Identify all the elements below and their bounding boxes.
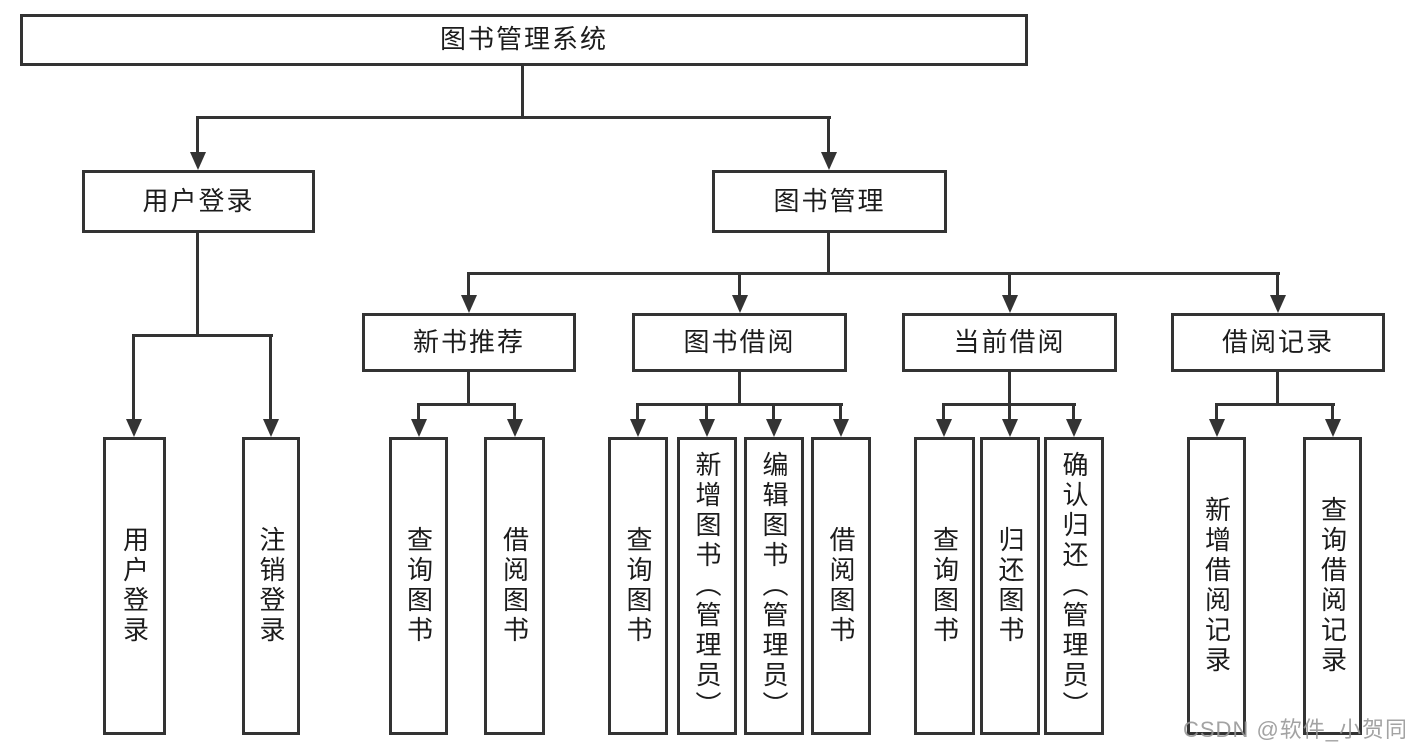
connector-arrow-stem bbox=[1072, 403, 1075, 421]
connector-arrow-stem bbox=[839, 403, 842, 421]
connector-recommend-stem bbox=[467, 372, 470, 405]
connector-arrow-stem bbox=[942, 403, 945, 421]
node-borrow-records: 借阅记录 bbox=[1171, 313, 1385, 372]
node-book-borrow: 图书借阅 bbox=[632, 313, 847, 372]
arrow-down-icon bbox=[1270, 295, 1286, 313]
connector-login-hline bbox=[132, 334, 273, 337]
connector-arrow-stem bbox=[705, 403, 708, 421]
watermark: CSDN @软件_小贺同学 bbox=[1183, 717, 1405, 742]
connector-arrow-stem bbox=[1215, 403, 1218, 421]
leaf-borrow-add-books: 新增图书（管理员） bbox=[677, 437, 737, 735]
connector-arrow-stem bbox=[467, 272, 470, 297]
connector-login-stem bbox=[196, 233, 199, 336]
connector-arrow-stem bbox=[269, 334, 272, 421]
connector-records-hline bbox=[1215, 403, 1335, 406]
arrow-down-icon bbox=[1325, 419, 1341, 437]
arrow-down-icon bbox=[821, 152, 837, 170]
arrow-down-icon bbox=[1209, 419, 1225, 437]
arrow-down-icon bbox=[1002, 419, 1018, 437]
connector-borrow-stem bbox=[738, 372, 741, 405]
connector-root-stem bbox=[521, 66, 524, 118]
arrow-down-icon bbox=[507, 419, 523, 437]
connector-arrow-stem bbox=[1008, 403, 1011, 421]
leaf-current-confirm-return: 确认归还（管理员） bbox=[1044, 437, 1104, 735]
connector-arrow-stem bbox=[1276, 272, 1279, 297]
arrow-down-icon bbox=[630, 419, 646, 437]
arrow-down-icon bbox=[833, 419, 849, 437]
connector-arrow-stem bbox=[196, 116, 199, 154]
node-root: 图书管理系统 bbox=[20, 14, 1028, 66]
node-book-management: 图书管理 bbox=[712, 170, 947, 233]
arrow-down-icon bbox=[732, 295, 748, 313]
arrow-down-icon bbox=[461, 295, 477, 313]
connector-arrow-stem bbox=[636, 403, 639, 421]
node-current-borrow: 当前借阅 bbox=[902, 313, 1117, 372]
connector-arrow-stem bbox=[827, 116, 830, 154]
connector-arrow-stem bbox=[738, 272, 741, 297]
leaf-records-query-record: 查询借阅记录 bbox=[1303, 437, 1362, 735]
connector-arrow-stem bbox=[1331, 403, 1334, 421]
connector-recommend-hline bbox=[417, 403, 516, 406]
arrow-down-icon bbox=[1002, 295, 1018, 313]
arrow-down-icon bbox=[936, 419, 952, 437]
connector-manage-hline bbox=[467, 272, 1280, 275]
leaf-borrow-query-books: 查询图书 bbox=[608, 437, 668, 735]
connector-current-stem bbox=[1008, 372, 1011, 405]
leaf-current-query-books: 查询图书 bbox=[914, 437, 975, 735]
leaf-borrow-edit-books: 编辑图书（管理员） bbox=[744, 437, 804, 735]
connector-root-hline bbox=[196, 116, 831, 119]
node-user-login: 用户登录 bbox=[82, 170, 315, 233]
leaf-logout: 注销登录 bbox=[242, 437, 300, 735]
node-new-book-recommend: 新书推荐 bbox=[362, 313, 576, 372]
leaf-recommend-query-books: 查询图书 bbox=[389, 437, 448, 735]
connector-borrow-hline bbox=[636, 403, 843, 406]
arrow-down-icon bbox=[263, 419, 279, 437]
connector-arrow-stem bbox=[417, 403, 420, 421]
arrow-down-icon bbox=[411, 419, 427, 437]
connector-manage-stem bbox=[827, 233, 830, 274]
connector-records-stem bbox=[1276, 372, 1279, 405]
leaf-records-add-record: 新增借阅记录 bbox=[1187, 437, 1246, 735]
arrow-down-icon bbox=[1066, 419, 1082, 437]
connector-arrow-stem bbox=[772, 403, 775, 421]
arrow-down-icon bbox=[766, 419, 782, 437]
arrow-down-icon bbox=[126, 419, 142, 437]
connector-arrow-stem bbox=[1008, 272, 1011, 297]
connector-arrow-stem bbox=[132, 334, 135, 421]
arrow-down-icon bbox=[699, 419, 715, 437]
leaf-user-login: 用户登录 bbox=[103, 437, 166, 735]
leaf-recommend-borrow-books: 借阅图书 bbox=[484, 437, 545, 735]
leaf-current-return-books: 归还图书 bbox=[980, 437, 1040, 735]
connector-arrow-stem bbox=[513, 403, 516, 421]
arrow-down-icon bbox=[190, 152, 206, 170]
leaf-borrow-borrow-books: 借阅图书 bbox=[811, 437, 871, 735]
